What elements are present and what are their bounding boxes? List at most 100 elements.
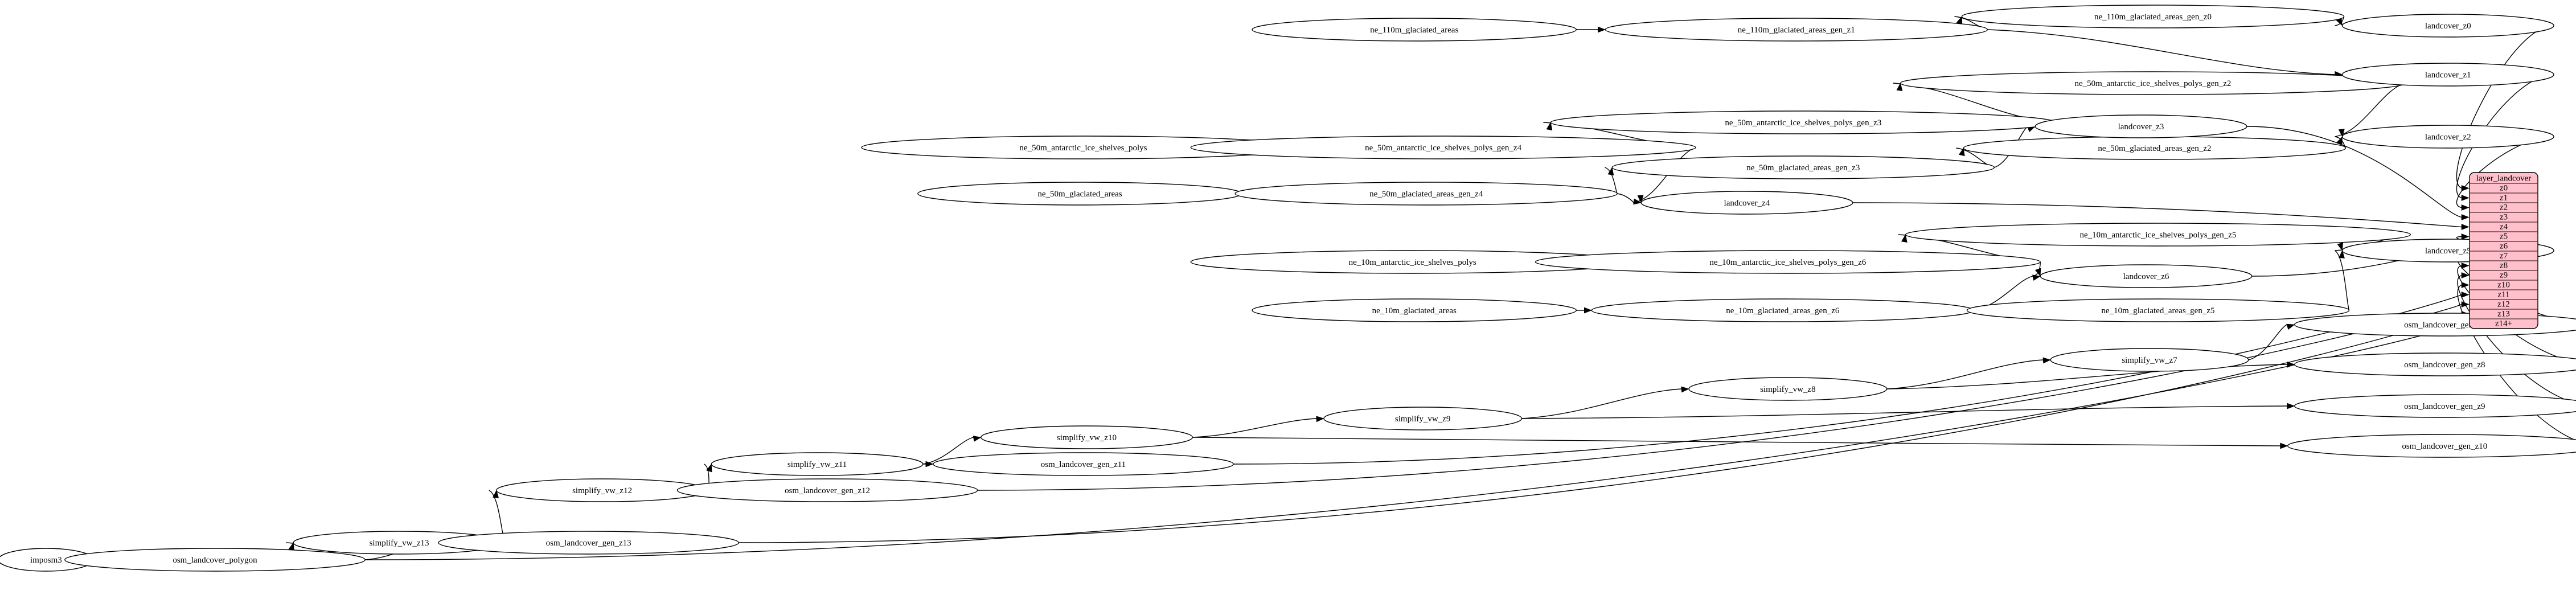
table-row-z11[interactable]: z11 <box>2497 290 2509 300</box>
table-row-z13[interactable]: z13 <box>2497 310 2510 319</box>
graph-edge-simplify_vw_z10-to-simplify_vw_z9 <box>1192 416 1324 438</box>
graph-edge-simplify_vw_z9-to-osm_landcover_gen_z9 <box>1521 403 2295 419</box>
node-ellipse <box>1905 223 2411 247</box>
graph-node-osm_landcover_gen_z9[interactable]: osm_landcover_gen_z9 <box>2294 394 2576 418</box>
edge-arrowhead <box>2461 224 2470 230</box>
node-label: landcover_z4 <box>1724 199 1770 208</box>
node-label: simplify_vw_z12 <box>572 486 632 495</box>
edge-arrowhead <box>1546 122 1553 131</box>
node-ellipse <box>1961 5 2345 28</box>
edge-line <box>2456 25 2554 189</box>
graph-node-osm_landcover_polygon[interactable]: osm_landcover_polygon <box>64 548 366 572</box>
graph-node-ne_10m_glaciated_areas_gen_z6[interactable]: ne_10m_glaciated_areas_gen_z6 <box>1591 298 1975 322</box>
graph-edge-landcover_z3-to-layer_landcover:z3 <box>2246 126 2470 220</box>
table-row-z9[interactable]: z9 <box>2500 271 2508 280</box>
graph-node-osm_landcover_gen_z13[interactable]: osm_landcover_gen_z13 <box>438 531 739 555</box>
graph-node-simplify_vw_z10[interactable]: simplify_vw_z10 <box>981 425 1193 449</box>
graph-edge-ne_50m_antarctic_ice_shelves_polys_gen_z2-to-landcover_z2 <box>2335 83 2406 137</box>
graph-node-simplify_vw_z9[interactable]: simplify_vw_z9 <box>1323 407 1523 430</box>
node-ellipse <box>64 548 366 572</box>
graph-node-ne_50m_antarctic_ice_shelves_polys_gen_z4[interactable]: ne_50m_antarctic_ice_shelves_polys_gen_z… <box>1190 136 1696 159</box>
node-ellipse <box>1605 18 1988 42</box>
node-label: landcover_z1 <box>2425 71 2471 80</box>
edge-arrowhead <box>2461 214 2470 220</box>
graph-node-ne_50m_antarctic_ice_shelves_polys_gen_z3[interactable]: ne_50m_antarctic_ice_shelves_polys_gen_z… <box>1550 110 2056 134</box>
graph-node-osm_landcover_gen_z11[interactable]: osm_landcover_gen_z11 <box>933 452 1234 476</box>
graph-node-ne_50m_glaciated_areas_gen_z2[interactable]: ne_50m_glaciated_areas_gen_z2 <box>1963 136 2347 160</box>
edge-line <box>1852 202 2462 228</box>
edge-line <box>2335 83 2406 137</box>
graph-node-landcover_z0[interactable]: landcover_z0 <box>2341 14 2554 38</box>
edge-arrowhead <box>2461 204 2470 211</box>
graph-node-ne_50m_antarctic_ice_shelves_polys_gen_z2[interactable]: ne_50m_antarctic_ice_shelves_polys_gen_z… <box>1900 71 2406 95</box>
graph-node-ne_10m_glaciated_areas[interactable]: ne_10m_glaciated_areas <box>1252 298 1577 322</box>
table-row-z8[interactable]: z8 <box>2500 261 2508 270</box>
graph-node-landcover_z1[interactable]: landcover_z1 <box>2341 63 2554 87</box>
graph-node-ne_50m_glaciated_areas[interactable]: ne_50m_glaciated_areas <box>917 182 1242 206</box>
edge-arrowhead <box>2286 323 2295 330</box>
graph-node-osm_landcover_gen_z10[interactable]: osm_landcover_gen_z10 <box>2287 434 2576 458</box>
graph-node-ne_10m_antarctic_ice_shelves_polys_gen_z6[interactable]: ne_10m_antarctic_ice_shelves_polys_gen_z… <box>1535 250 2041 274</box>
node-label: landcover_z6 <box>2123 272 2169 281</box>
node-label: osm_landcover_gen_z9 <box>2404 402 2485 411</box>
table-row-z2[interactable]: z2 <box>2500 203 2508 212</box>
graph-edge-ne_10m_glaciated_areas-to-ne_10m_glaciated_areas_gen_z6 <box>1576 307 1593 314</box>
graph-node-ne_50m_glaciated_areas_gen_z4[interactable]: ne_50m_glaciated_areas_gen_z4 <box>1234 182 1618 206</box>
graph-node-ne_50m_antarctic_ice_shelves_polys[interactable]: ne_50m_antarctic_ice_shelves_polys <box>861 136 1306 159</box>
graph-node-simplify_vw_z8[interactable]: simplify_vw_z8 <box>1688 377 1888 401</box>
graph-edge-simplify_vw_z11-to-osm_landcover_gen_z11 <box>922 461 934 468</box>
graph-node-simplify_vw_z7[interactable]: simplify_vw_z7 <box>2050 348 2249 372</box>
node-label: simplify_vw_z11 <box>787 460 847 469</box>
edge-arrowhead <box>2338 129 2345 137</box>
edge-line <box>2248 324 2287 360</box>
graph-node-ne_50m_glaciated_areas_gen_z3[interactable]: ne_50m_glaciated_areas_gen_z3 <box>1611 155 1995 179</box>
graph-node-landcover_z3[interactable]: landcover_z3 <box>2034 114 2247 138</box>
table-row-z0[interactable]: z0 <box>2500 184 2508 193</box>
node-ellipse <box>2341 63 2554 87</box>
graph-node-landcover_z4[interactable]: landcover_z4 <box>1640 191 1853 215</box>
table-row-z12[interactable]: z12 <box>2497 300 2510 309</box>
node-label: ne_10m_glaciated_areas_gen_z5 <box>2101 306 2214 315</box>
node-ellipse <box>1190 136 1696 159</box>
graph-node-landcover_z2[interactable]: landcover_z2 <box>2341 125 2554 149</box>
node-label: simplify_vw_z9 <box>1395 415 1451 424</box>
edge-line <box>1987 29 2335 75</box>
graph-edge-osm_landcover_gen_z13-to-layer_landcover:z13 <box>739 311 2470 543</box>
table-row-z1[interactable]: z1 <box>2500 194 2508 203</box>
graph-node-simplify_vw_z13[interactable]: simplify_vw_z13 <box>293 531 506 555</box>
edge-arrowhead <box>1681 386 1689 393</box>
graph-node-osm_landcover_gen_z12[interactable]: osm_landcover_gen_z12 <box>676 478 978 502</box>
graph-node-landcover_z6[interactable]: landcover_z6 <box>2040 264 2253 288</box>
table-row-z14+[interactable]: z14+ <box>2495 319 2512 329</box>
graph-edge-simplify_vw_z9-to-simplify_vw_z8 <box>1521 386 1689 419</box>
graph-edge-landcover_z0-to-layer_landcover:z0 <box>2456 25 2554 191</box>
node-label: osm_landcover_gen_z7 <box>2404 321 2485 330</box>
node-label: osm_landcover_gen_z13 <box>546 539 631 548</box>
node-ellipse <box>2050 348 2249 372</box>
node-label: ne_10m_antarctic_ice_shelves_polys_gen_z… <box>2080 231 2237 240</box>
edge-line <box>739 313 2462 543</box>
table-row-z10[interactable]: z10 <box>2497 281 2510 290</box>
edge-arrowhead <box>706 464 712 473</box>
graph-node-ne_110m_glaciated_areas_gen_z1[interactable]: ne_110m_glaciated_areas_gen_z1 <box>1605 18 1988 42</box>
graph-node-ne_10m_antarctic_ice_shelves_polys_gen_z5[interactable]: ne_10m_antarctic_ice_shelves_polys_gen_z… <box>1905 223 2411 247</box>
node-ellipse <box>2341 125 2554 149</box>
graph-edge-osm_landcover_gen_z11-to-layer_landcover:z11 <box>1233 292 2470 465</box>
table-row-z3[interactable]: z3 <box>2500 213 2508 222</box>
graph-node-ne_10m_glaciated_areas_gen_z5[interactable]: ne_10m_glaciated_areas_gen_z5 <box>1966 298 2350 322</box>
edge-arrowhead <box>1607 167 1614 176</box>
node-ellipse <box>1234 182 1618 206</box>
table-row-z6[interactable]: z6 <box>2500 242 2508 251</box>
graph-node-ne_110m_glaciated_areas[interactable]: ne_110m_glaciated_areas <box>1252 18 1577 42</box>
table-row-z7[interactable]: z7 <box>2500 252 2508 261</box>
table-row-z5[interactable]: z5 <box>2500 232 2508 241</box>
graph-node-ne_110m_glaciated_areas_gen_z0[interactable]: ne_110m_glaciated_areas_gen_z0 <box>1961 5 2345 28</box>
node-ellipse <box>1323 407 1523 430</box>
graph-node-simplify_vw_z12[interactable]: simplify_vw_z12 <box>496 478 709 502</box>
graph-edge-simplify_vw_z11-to-simplify_vw_z10 <box>922 436 982 465</box>
graph-node-osm_landcover_gen_z8[interactable]: osm_landcover_gen_z8 <box>2294 352 2576 376</box>
table-row-z4[interactable]: z4 <box>2500 223 2508 232</box>
graph-node-simplify_vw_z11[interactable]: simplify_vw_z11 <box>711 452 924 476</box>
edge-arrowhead <box>2280 442 2288 449</box>
